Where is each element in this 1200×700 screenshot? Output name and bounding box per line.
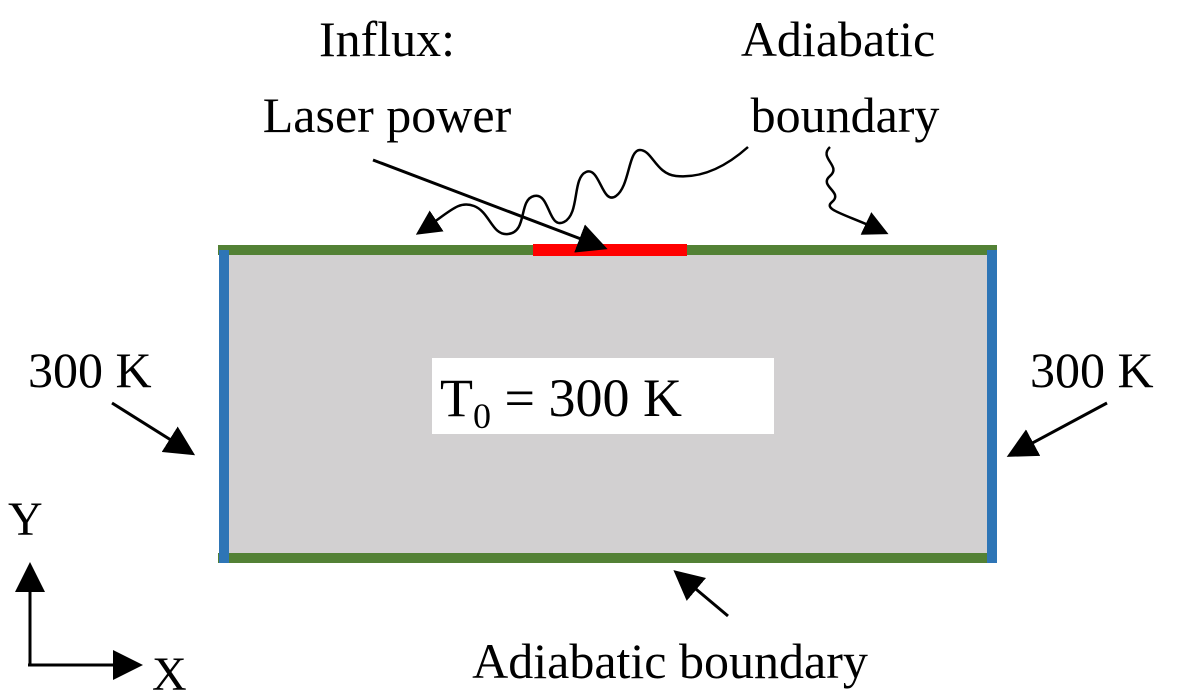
initial-condition-box <box>432 358 774 434</box>
left-temperature-label: 300 K <box>28 342 152 398</box>
adiabatic-bottom-arrow <box>673 570 729 618</box>
adiabatic-bottom-label: Adiabatic boundary <box>472 633 868 689</box>
x-axis-label: X <box>152 648 187 700</box>
influx-label-line2: Laser power <box>263 87 512 143</box>
right-temperature-arrow <box>1006 401 1108 457</box>
adiabatic-top-left-arrow <box>415 146 749 236</box>
y-axis-label: Y <box>8 493 43 546</box>
laser-arrow <box>372 158 608 253</box>
initial-condition-label: T0 = 300 K <box>440 368 682 436</box>
adiabatic-top-label-line2: boundary <box>751 87 940 143</box>
right-temperature-label: 300 K <box>1030 342 1154 398</box>
left-temperature-arrow <box>111 401 196 456</box>
adiabatic-top-right-arrow <box>825 146 889 235</box>
adiabatic-top-label-line1: Adiabatic <box>741 11 935 67</box>
influx-label-line1: Influx: <box>319 11 455 67</box>
